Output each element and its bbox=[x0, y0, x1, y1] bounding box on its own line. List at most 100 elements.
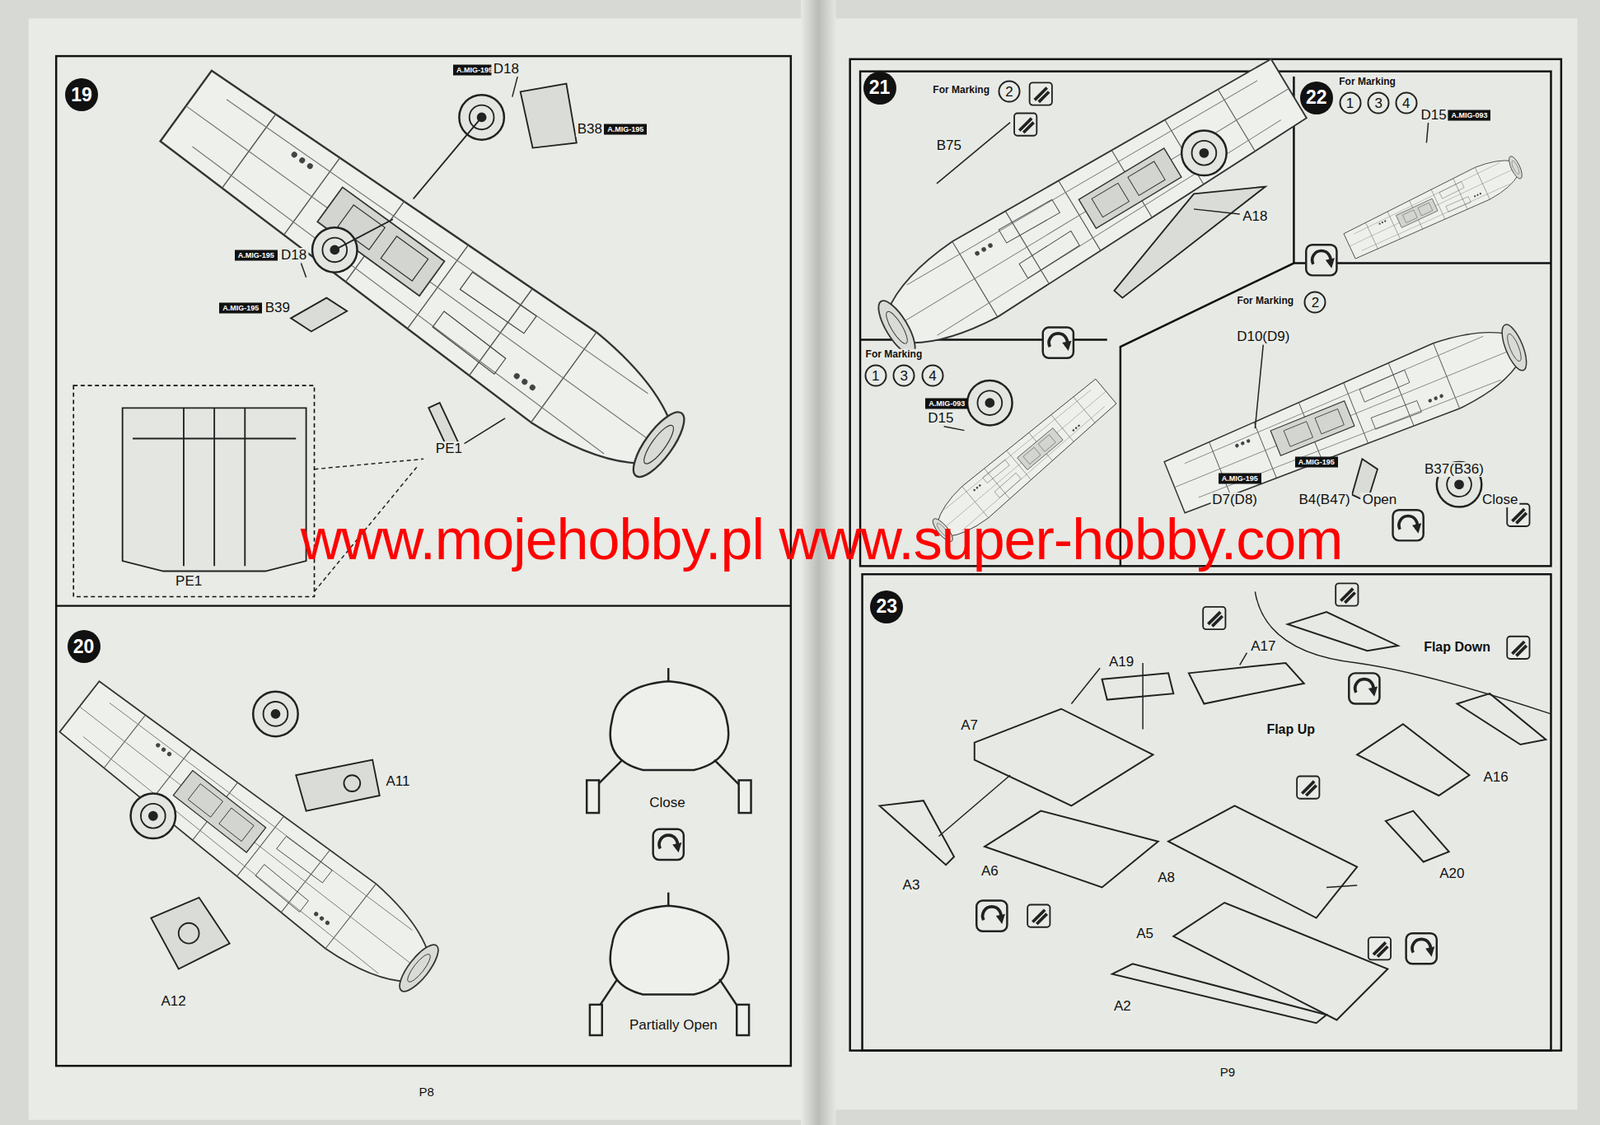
node-text: A.MIG-195 bbox=[1221, 474, 1259, 482]
node-text: 22 bbox=[1305, 88, 1328, 108]
part-number: B39 bbox=[263, 300, 292, 316]
paint-code-tag: A.MIG-093 bbox=[925, 398, 969, 410]
wing-parts bbox=[1102, 673, 1175, 700]
part-number: B38 bbox=[575, 121, 604, 137]
wheels-and-doors bbox=[343, 775, 361, 792]
wheels-and-doors bbox=[122, 84, 1483, 970]
leader-lines bbox=[512, 73, 519, 97]
part-number: B75 bbox=[935, 138, 964, 154]
gear-cross-sections bbox=[597, 760, 740, 786]
leader-lines bbox=[1071, 668, 1100, 704]
paint-code-tag: A.MIG-195 bbox=[603, 124, 647, 136]
flap-note: Flap Down bbox=[1422, 640, 1493, 655]
step-number: 23 bbox=[870, 590, 903, 624]
wing-parts bbox=[1457, 693, 1547, 745]
leader-lines bbox=[944, 426, 965, 431]
wing-parts bbox=[879, 591, 1552, 1024]
step-number: 22 bbox=[1300, 81, 1334, 115]
page-number: P8 bbox=[419, 1086, 435, 1100]
wing-parts bbox=[1188, 663, 1305, 705]
wheels-and-doors bbox=[130, 794, 176, 839]
gear-cross-sections bbox=[736, 1005, 749, 1036]
symbols bbox=[1043, 327, 1074, 359]
wing-parts bbox=[974, 709, 1154, 807]
gear-cross-sections bbox=[667, 668, 670, 682]
node-text: 19 bbox=[70, 85, 93, 105]
node-text: A.MIG-195 bbox=[238, 251, 275, 259]
aircraft-drawings bbox=[864, 52, 1313, 370]
paint-code-tag: A.MIG-195 bbox=[453, 65, 496, 76]
aircraft-drawings bbox=[1342, 149, 1528, 262]
symbols bbox=[1296, 776, 1320, 799]
symbols bbox=[1368, 937, 1391, 960]
page-number: P9 bbox=[1220, 1066, 1236, 1080]
part-number: A8 bbox=[1155, 870, 1177, 886]
node-text: 2 bbox=[1311, 294, 1320, 309]
marking-number: 4 bbox=[1394, 92, 1418, 115]
symbols bbox=[1406, 933, 1437, 964]
symbols bbox=[1393, 509, 1424, 541]
marking-number: 3 bbox=[893, 364, 916, 387]
symbols bbox=[1027, 904, 1050, 927]
paint-code-tag: A.MIG-195 bbox=[219, 303, 262, 314]
part-number: A19 bbox=[1107, 654, 1136, 670]
part-number: D18 bbox=[279, 247, 309, 263]
symbols bbox=[1029, 82, 1053, 105]
part-number: D15 bbox=[1419, 107, 1449, 123]
part-number: A12 bbox=[159, 994, 188, 1010]
wheels-and-doors bbox=[290, 298, 347, 333]
wing-parts bbox=[1254, 591, 1551, 715]
wheels-and-doors bbox=[150, 898, 230, 970]
paint-code-tag: A.MIG-195 bbox=[1295, 457, 1339, 468]
step-number: 21 bbox=[863, 71, 897, 105]
gear-cross-sections bbox=[586, 668, 751, 1036]
leader-lines bbox=[1426, 120, 1428, 143]
symbols bbox=[1348, 673, 1380, 704]
wheels-and-doors bbox=[295, 760, 380, 812]
paint-code-tag: A.MIG-093 bbox=[1447, 109, 1491, 121]
symbols bbox=[1506, 504, 1530, 527]
wheels-and-doors bbox=[178, 923, 200, 945]
wheels-and-doors bbox=[413, 116, 482, 199]
paint-code-tag: A.MIG-195 bbox=[1218, 472, 1262, 484]
symbols bbox=[1202, 607, 1226, 630]
leader-lines bbox=[300, 73, 1428, 888]
gear-cross-sections bbox=[610, 681, 730, 771]
node-text: A.MIG-195 bbox=[1298, 458, 1335, 467]
aircraft-drawings bbox=[55, 52, 1536, 1009]
wheels-and-doors bbox=[334, 219, 393, 250]
symbols bbox=[1014, 112, 1037, 136]
leader-lines bbox=[1326, 885, 1357, 888]
part-number: PE1 bbox=[434, 441, 464, 457]
part-number: A5 bbox=[1134, 927, 1156, 943]
node-text: A.MIG-093 bbox=[1450, 111, 1488, 119]
part-number: D7(D8) bbox=[1210, 492, 1259, 508]
part-number: A7 bbox=[959, 718, 980, 734]
part-number: A2 bbox=[1112, 999, 1133, 1015]
part-number: D15 bbox=[926, 411, 955, 426]
wheels-and-doors bbox=[458, 94, 504, 140]
flap-note: Flap Up bbox=[1264, 722, 1317, 737]
wheels-and-doors bbox=[132, 407, 296, 567]
wing-parts bbox=[1385, 811, 1450, 863]
wheels-and-doors bbox=[122, 407, 307, 571]
node-text: 20 bbox=[73, 637, 95, 657]
node-text: 21 bbox=[869, 78, 891, 98]
leader-lines bbox=[1239, 653, 1248, 666]
gear-cross-sections bbox=[597, 979, 740, 1011]
marking-number: 1 bbox=[1338, 92, 1362, 115]
leader-lines bbox=[1193, 209, 1240, 215]
node-text: A.MIG-093 bbox=[928, 400, 965, 408]
frames bbox=[73, 385, 314, 597]
part-number: A3 bbox=[901, 878, 922, 894]
frames bbox=[56, 604, 791, 607]
wheels-and-doors bbox=[1181, 130, 1226, 176]
watermark: www.mojehobby.pl www.super-hobby.com bbox=[300, 510, 1343, 572]
node-text: 1 bbox=[871, 368, 880, 383]
node-text: 23 bbox=[875, 597, 898, 617]
wing-parts bbox=[1168, 805, 1357, 918]
step-number: 19 bbox=[65, 78, 99, 112]
